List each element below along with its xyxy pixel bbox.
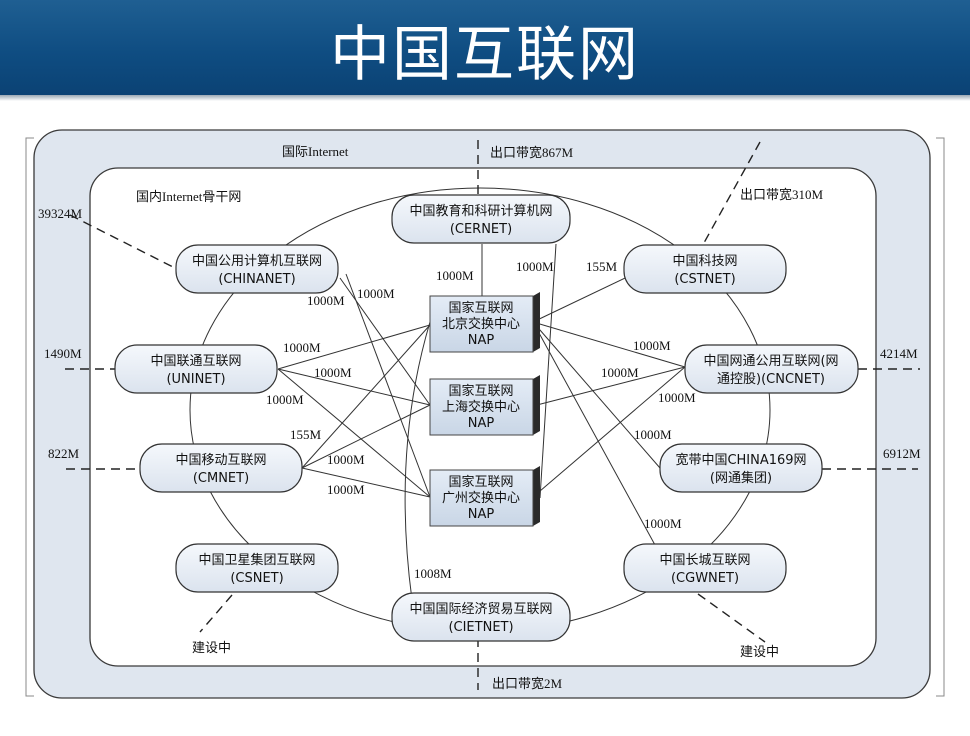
link-label-chinanet-a: 1000M	[357, 286, 395, 301]
node-chinanet-name: 中国公用计算机互联网	[192, 254, 322, 269]
banner-shadow	[0, 95, 970, 101]
link-label-cmnet-gz: 1000M	[327, 482, 365, 497]
link-label-uninet-bj: 1000M	[283, 340, 321, 355]
nap-beijing-line2: 北京交换中心	[442, 316, 520, 332]
node-uninet-name: 中国联通互联网	[150, 354, 241, 369]
nap-beijing-line1: 国家互联网	[448, 300, 513, 316]
node-cernet-name: 中国教育和科研计算机网	[409, 203, 552, 219]
exit-top-label: 出口带宽867M	[490, 145, 574, 160]
nap-guangzhou-line3: NAP	[468, 507, 495, 522]
node-uninet: 中国联通互联网 (UNINET)	[114, 344, 278, 394]
link-label-cncnet-sh: 1000M	[601, 365, 639, 380]
node-cncnet: 中国网通公用互联网(网 通控股)(CNCNET)	[684, 344, 859, 394]
node-cgwnet-code: (CGWNET)	[671, 571, 739, 586]
node-cstnet-name: 中国科技网	[672, 254, 737, 269]
node-chinanet: 中国公用计算机互联网 (CHINANET)	[175, 244, 339, 294]
node-cncnet-code: 通控股)(CNCNET)	[717, 372, 825, 387]
exit-cmnet-label: 822M	[48, 446, 80, 461]
link-label-cernet-gz: 1000M	[516, 259, 554, 274]
exit-cgwnet-label: 建设中	[740, 644, 779, 659]
node-cgwnet-name: 中国长城互联网	[659, 553, 750, 568]
node-cietnet: 中国国际经济贸易互联网 (CIETNET)	[391, 592, 571, 642]
link-label-chinanet-b: 1000M	[307, 293, 345, 308]
nap-shanghai-line2: 上海交换中心	[442, 399, 520, 415]
node-csnet: 中国卫星集团互联网 (CSNET)	[175, 543, 339, 593]
node-cmnet: 中国移动互联网 (CMNET)	[139, 443, 303, 493]
node-china169-code: (网通集团)	[710, 470, 772, 486]
node-chinanet-code: (CHINANET)	[218, 272, 295, 287]
node-cernet-code: (CERNET)	[450, 222, 512, 237]
link-label-cernet-bj: 1000M	[436, 268, 474, 283]
exit-csnet-label: 建设中	[192, 640, 231, 655]
link-label-cncnet-bj: 1000M	[633, 338, 671, 353]
page-title: 中国互联网	[330, 20, 640, 90]
node-csnet-code: (CSNET)	[230, 571, 283, 586]
node-cietnet-code: (CIETNET)	[448, 620, 513, 635]
node-china169: 宽带中国CHINA169网 (网通集团)	[659, 443, 823, 493]
exit-uninet-label: 1490M	[44, 346, 82, 361]
exit-bottom-label: 出口带宽2M	[492, 676, 563, 691]
link-label-cmnet-bj: 155M	[290, 427, 322, 442]
node-cstnet: 中国科技网 (CSTNET)	[623, 244, 787, 294]
link-label-cncnet-gz: 1000M	[658, 390, 696, 405]
node-cstnet-code: (CSTNET)	[674, 272, 735, 287]
node-uninet-code: (UNINET)	[166, 372, 225, 387]
link-label-uninet-gz: 1000M	[266, 392, 304, 407]
frame-brackets	[25, 137, 945, 697]
node-cmnet-code: (CMNET)	[193, 471, 249, 486]
nap-beijing: 国家互联网 北京交换中心 NAP	[429, 292, 540, 353]
international-label: 国际Internet	[282, 144, 349, 159]
title-banner	[0, 0, 970, 95]
domestic-label: 国内Internet骨干网	[136, 189, 241, 204]
nap-guangzhou-line1: 国家互联网	[448, 474, 513, 490]
node-cncnet-name: 中国网通公用互联网(网	[703, 354, 838, 369]
node-cernet: 中国教育和科研计算机网 (CERNET)	[391, 194, 571, 244]
nap-beijing-line3: NAP	[468, 333, 495, 348]
node-cmnet-name: 中国移动互联网	[175, 453, 266, 468]
nap-guangzhou-line2: 广州交换中心	[442, 490, 520, 506]
nap-guangzhou: 国家互联网 广州交换中心 NAP	[429, 466, 540, 527]
node-cgwnet: 中国长城互联网 (CGWNET)	[623, 543, 787, 593]
node-csnet-name: 中国卫星集团互联网	[198, 552, 315, 568]
exit-chinanet-label: 39324M	[38, 206, 83, 221]
link-label-cmnet-sh: 1000M	[327, 452, 365, 467]
nap-shanghai-line3: NAP	[468, 416, 495, 431]
link-label-cgwnet: 1000M	[644, 516, 682, 531]
nap-shanghai-line1: 国家互联网	[448, 383, 513, 399]
link-label-cietnet: 1008M	[414, 566, 452, 581]
link-label-uninet-sh: 1000M	[314, 365, 352, 380]
nap-shanghai: 国家互联网 上海交换中心 NAP	[429, 375, 540, 436]
exit-lines	[65, 140, 920, 690]
node-cietnet-name: 中国国际经济贸易互联网	[409, 602, 552, 617]
exit-top-right-label: 出口带宽310M	[740, 187, 824, 202]
connection-lines	[277, 243, 686, 601]
link-label-cstnet-bj: 155M	[586, 259, 618, 274]
exit-china169-label: 6912M	[883, 446, 921, 461]
exit-cncnet-label: 4214M	[880, 346, 918, 361]
link-label-china169: 1000M	[634, 427, 672, 442]
node-china169-name: 宽带中国CHINA169网	[675, 452, 806, 468]
